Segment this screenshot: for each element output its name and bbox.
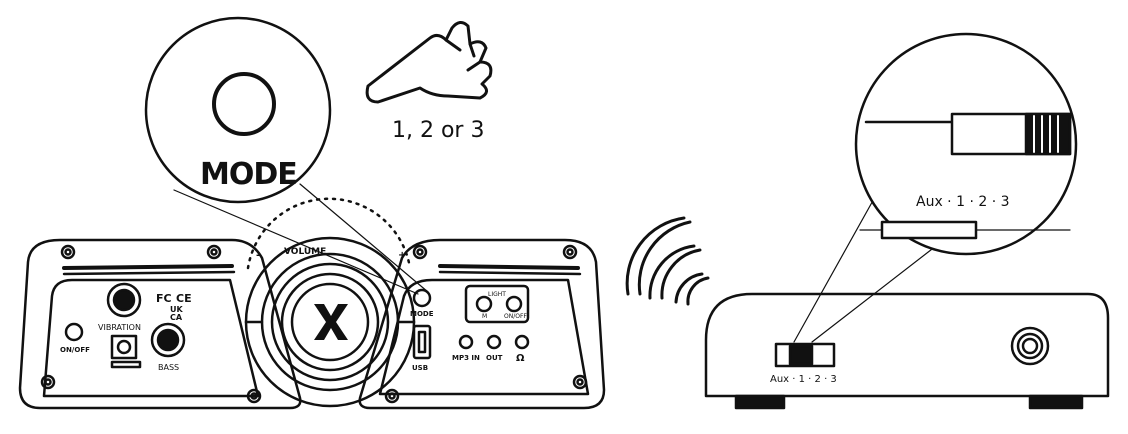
mp3-in-jack[interactable] <box>458 334 474 350</box>
usb-label: USB <box>412 364 428 372</box>
usb-port[interactable] <box>412 324 432 360</box>
mode-zoom-label: MODE <box>200 157 297 192</box>
switch-label: Aux · 1 · 2 · 3 <box>770 374 837 385</box>
volume-label: VOLUME <box>284 247 326 257</box>
light-mode-button[interactable] <box>475 295 493 313</box>
onoff-label: ON/OFF <box>60 346 90 354</box>
ukca-mark-line1: UK <box>170 305 183 314</box>
dc-power-jack <box>110 334 138 360</box>
onoff-button[interactable] <box>64 322 84 342</box>
headphone-jack[interactable] <box>514 334 530 350</box>
light-onoff-label: ON/OFF <box>504 313 527 320</box>
fc-mark: FC <box>156 292 172 305</box>
x-logo-icon <box>314 304 348 340</box>
pointing-hand-icon <box>365 21 493 104</box>
mp3-in-label: MP3 IN <box>452 354 480 362</box>
out-jack[interactable] <box>486 334 502 350</box>
volume-plus-label: + <box>398 250 406 261</box>
vibration-label: VIBRATION <box>98 323 141 332</box>
volume-dial[interactable] <box>244 197 416 408</box>
switch-zoom-callout <box>793 32 1078 343</box>
volume-minus-label: - <box>256 250 260 261</box>
aux-selector-switch[interactable] <box>774 342 836 368</box>
indicator-strip <box>110 360 142 369</box>
light-m-label: M <box>482 313 487 320</box>
ukca-mark-line2: CA <box>170 313 183 322</box>
wireless-signal-icon <box>625 216 710 306</box>
mode-button[interactable] <box>412 288 432 308</box>
speaker-panel <box>18 238 606 410</box>
receiver-knob[interactable] <box>1010 326 1050 366</box>
instruction-text: 1, 2 or 3 <box>392 118 484 143</box>
headphone-label: Ω <box>516 353 525 364</box>
out-label: OUT <box>486 354 503 362</box>
bass-knob[interactable] <box>150 322 186 358</box>
ce-mark: CE <box>176 292 192 305</box>
mode-label: MODE <box>410 310 434 318</box>
light-label: LIGHT <box>488 291 506 298</box>
mode-zoom-callout <box>144 16 429 295</box>
light-onoff-button[interactable] <box>505 295 523 313</box>
vibration-knob[interactable] <box>106 282 142 318</box>
bass-label: BASS <box>158 363 179 372</box>
light-control-group <box>464 284 530 324</box>
receiver-box <box>704 292 1110 410</box>
zoom-switch-label: Aux · 1 · 2 · 3 <box>916 194 1010 210</box>
